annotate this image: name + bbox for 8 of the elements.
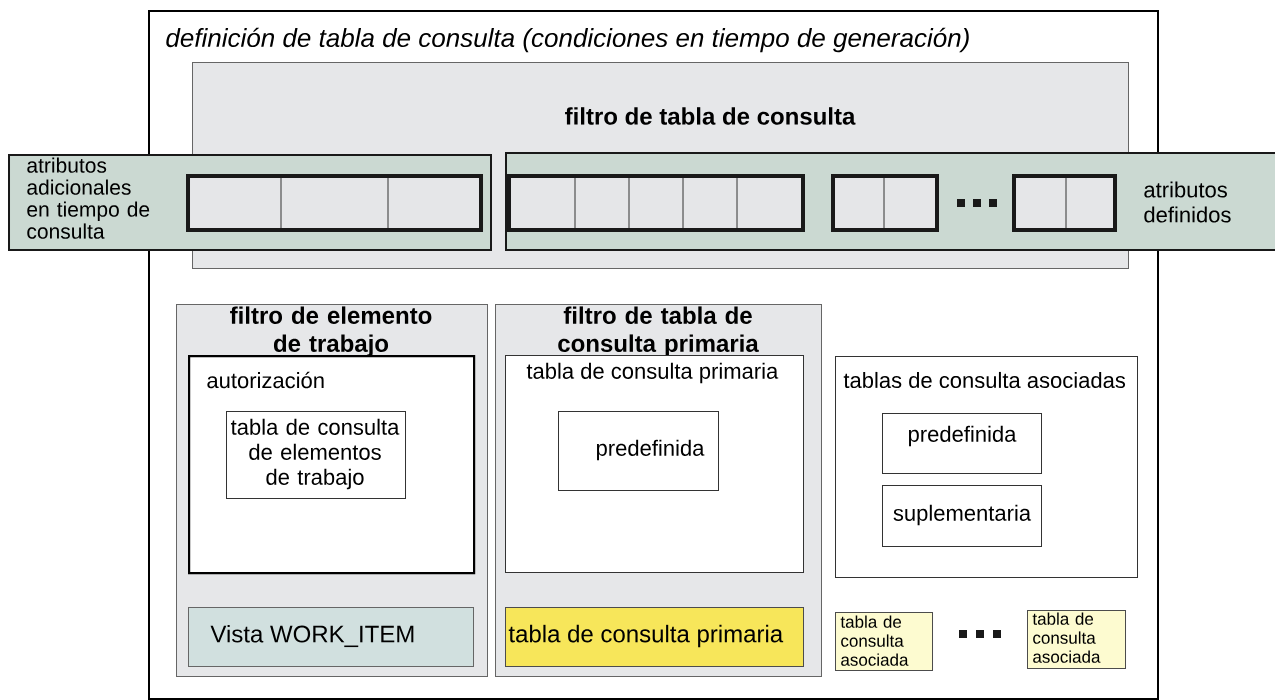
table-box: predefinida bbox=[558, 411, 719, 491]
table-note: tabla de consulta asociada bbox=[1027, 610, 1126, 669]
table-note: tabla de consulta asociada bbox=[835, 612, 933, 671]
table-box: suplementaria bbox=[882, 485, 1042, 547]
table-box: tabla de consulta primaria bbox=[505, 607, 804, 667]
table-box: tabla de consulta de elementos de trabajo bbox=[226, 411, 406, 499]
view-box: Vista WORK_ITEM bbox=[188, 607, 474, 667]
table-box: predefinida bbox=[882, 413, 1042, 474]
